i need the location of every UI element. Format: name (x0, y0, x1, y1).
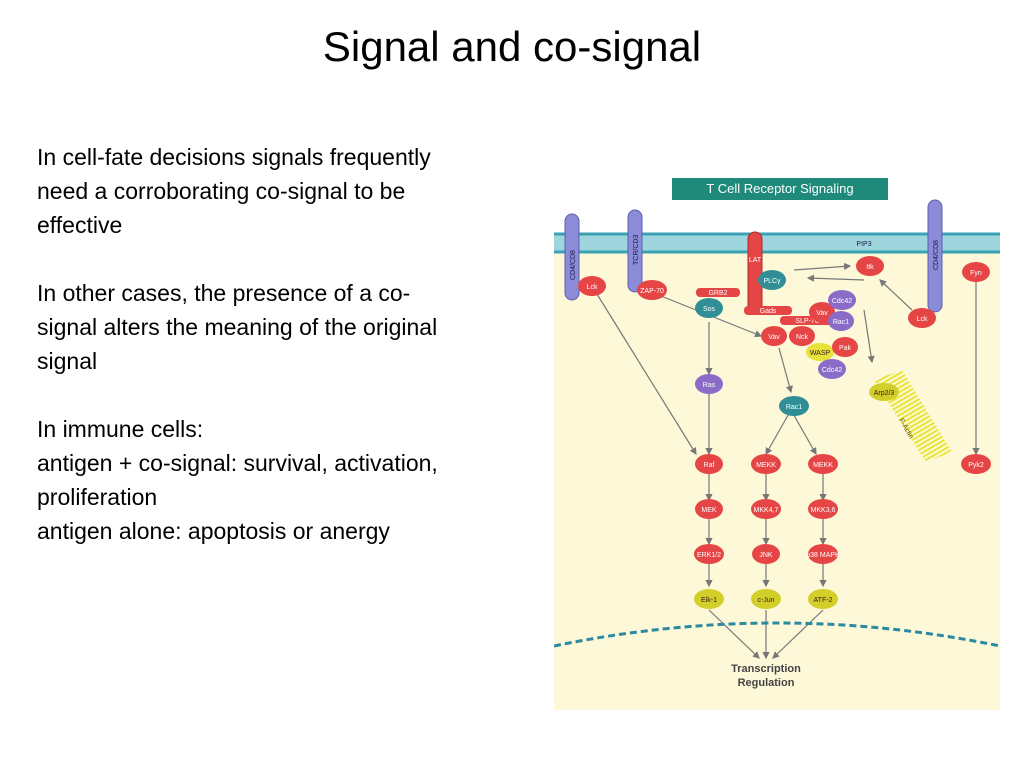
svg-text:MEKK: MEKK (813, 462, 833, 469)
node-elk1: Elk-1 (694, 589, 724, 609)
svg-text:Nck: Nck (796, 334, 809, 341)
svg-text:Raf: Raf (704, 462, 715, 469)
node-mkk47: MKK4,7 (751, 499, 781, 519)
svg-text:Cdc42: Cdc42 (832, 298, 852, 305)
svg-text:ERK1/2: ERK1/2 (697, 552, 721, 559)
svg-text:Cdc42: Cdc42 (822, 367, 842, 374)
svg-text:MEKK: MEKK (756, 462, 776, 469)
text-line: antigen alone: apoptosis or anergy (37, 518, 390, 544)
node-lck-left: Lck (578, 276, 606, 296)
svg-text:MEK: MEK (701, 507, 717, 514)
svg-text:MKK4,7: MKK4,7 (754, 507, 779, 514)
receptor-cd4-right: CD4/CD8 (927, 199, 943, 313)
node-sos: Sos (695, 298, 723, 318)
text-line: signal alters the meaning of the origina… (37, 314, 438, 340)
svg-text:Pyk2: Pyk2 (968, 462, 984, 469)
diagram-header: T Cell Receptor Signaling (706, 181, 853, 196)
pathway-arrows (591, 262, 980, 660)
receptor-tcr: TCR/CD3 (627, 209, 643, 293)
receptor-label: CD4/CD8 (570, 250, 577, 280)
node-wasp: WASP (806, 343, 834, 361)
pip3-label: PIP3 (856, 241, 871, 248)
output-line-2: Regulation (738, 677, 795, 689)
receptor-label: LAT (749, 257, 762, 264)
node-cjun: c-Jun (751, 589, 781, 609)
text-line: signal (37, 348, 98, 374)
svg-text:Rac1: Rac1 (833, 319, 849, 326)
svg-text:GRB2: GRB2 (708, 290, 727, 297)
node-p38: p38 MAPK (806, 544, 840, 564)
body-text: In cell-fate decisions signals frequentl… (37, 140, 547, 548)
node-nck: Nck (789, 326, 815, 346)
node-itk: Itk (856, 256, 884, 276)
node-zap70: ZAP-70 (637, 280, 667, 300)
svg-text:Sos: Sos (703, 306, 716, 313)
diagram-header-bg (672, 178, 888, 200)
svg-text:Lck: Lck (917, 316, 928, 323)
svg-text:Lck: Lck (587, 284, 598, 291)
svg-text:SLP-76: SLP-76 (795, 318, 818, 325)
node-pak: Pak (832, 337, 858, 357)
slide-title: Signal and co-signal (322, 23, 702, 70)
paragraph-immune-cells: In immune cells: antigen + co-signal: su… (37, 412, 547, 548)
node-raf: Raf (695, 454, 723, 474)
svg-text:ATF-2: ATF-2 (814, 597, 833, 604)
svg-text:Pak: Pak (839, 345, 852, 352)
svg-text:Itk: Itk (866, 264, 874, 271)
text-line: In cell-fate decisions signals frequentl… (37, 144, 431, 170)
receptor-cd4-left: CD4/CD8 (564, 213, 580, 301)
paragraph-co-signal: In other cases, the presence of a co- si… (37, 276, 547, 378)
node-grb2: GRB2 (696, 288, 740, 297)
receptor-label: TCR/CD3 (633, 235, 640, 265)
svg-text:WASP: WASP (810, 350, 831, 357)
receptor-label: CD4/CD8 (933, 240, 940, 270)
node-fyn: Fyn (962, 262, 990, 282)
svg-text:Vav: Vav (768, 334, 780, 341)
node-gads: Gads (744, 306, 792, 315)
node-rac1: Rac1 (779, 396, 809, 416)
output-line-1: Transcription (731, 663, 801, 675)
svg-text:PLCγ: PLCγ (763, 278, 781, 285)
node-vav-top: Vav (809, 302, 835, 322)
node-cdc42: Cdc42 (818, 359, 846, 379)
node-atf2: ATF-2 (808, 589, 838, 609)
node-vav: Vav (761, 326, 787, 346)
node-lck-right: Lck (908, 308, 936, 328)
node-ras: Ras (695, 374, 723, 394)
svg-text:Ras: Ras (703, 382, 716, 389)
svg-text:ZAP-70: ZAP-70 (640, 288, 664, 295)
receptor-lat: LAT (747, 231, 763, 315)
svg-text:Gads: Gads (760, 308, 777, 315)
text-line: In immune cells: (37, 416, 204, 442)
text-line: In other cases, the presence of a co- (37, 280, 411, 306)
node-arp23: Arp2/3 (869, 383, 899, 401)
node-pyk2: Pyk2 (961, 454, 991, 474)
svg-text:c-Jun: c-Jun (757, 597, 774, 604)
text-line: proliferation (37, 484, 158, 510)
svg-text:Vav: Vav (816, 310, 828, 317)
tcr-signaling-diagram: T Cell Receptor Signaling CD4/CD8 TCR/CD… (554, 170, 1000, 710)
node-mkk36: MKK3,6 (808, 499, 838, 519)
text-line: need a corroborating co-signal to be (37, 178, 406, 204)
svg-text:p38 MAPK: p38 MAPK (806, 552, 840, 559)
node-erk12: ERK1/2 (694, 544, 724, 564)
node-mekk-1: MEKK (751, 454, 781, 474)
svg-text:Rac1: Rac1 (786, 404, 802, 411)
node-mekk-2: MEKK (808, 454, 838, 474)
node-plcy: PLCγ (758, 270, 786, 290)
node-rac1-top: Rac1 (828, 311, 854, 331)
node-cdc42-top: Cdc42 (828, 290, 856, 310)
svg-text:Arp2/3: Arp2/3 (874, 390, 895, 397)
svg-text:JNK: JNK (759, 552, 773, 559)
svg-text:Fyn: Fyn (970, 270, 982, 277)
svg-text:Elk-1: Elk-1 (701, 597, 717, 604)
paragraph-cell-fate: In cell-fate decisions signals frequentl… (37, 140, 547, 242)
svg-text:MKK3,6: MKK3,6 (811, 507, 836, 514)
node-mek: MEK (695, 499, 723, 519)
text-line: effective (37, 212, 123, 238)
nuclear-envelope (554, 621, 1000, 648)
text-line: antigen + co-signal: survival, activatio… (37, 450, 438, 476)
node-jnk: JNK (752, 544, 780, 564)
